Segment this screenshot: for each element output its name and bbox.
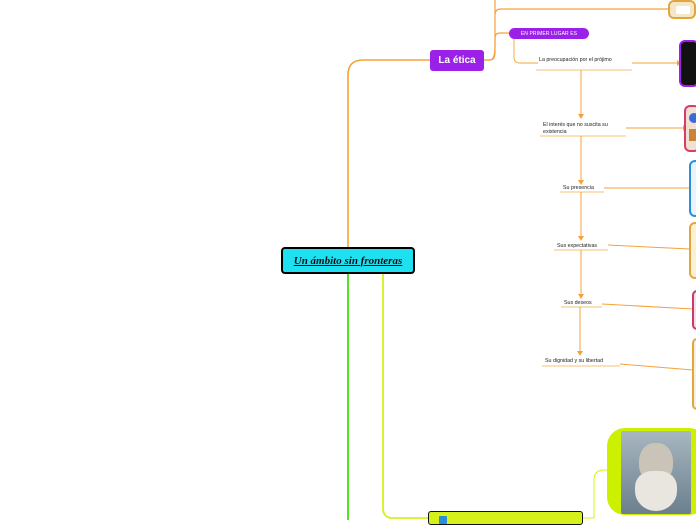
subtopic-deseos[interactable]: Sus deseos: [564, 300, 604, 307]
subtopic-preocupacion[interactable]: La preocupación por el prójimo: [539, 57, 619, 64]
link-central-etica: [347, 59, 430, 247]
image-thumb-4[interactable]: [689, 160, 696, 217]
topic-la-etica-label: La ética: [438, 55, 476, 66]
subtopic-expectativas[interactable]: Sus expectativas: [557, 243, 609, 250]
subtopic-label: Sus expectativas: [557, 243, 598, 249]
subtopic-label: Sus deseos: [564, 300, 592, 306]
subtopic-dignidad[interactable]: Su dignidad y su libertad: [545, 358, 623, 365]
link-etica-top-image: [494, 8, 668, 16]
central-topic-label: Un ámbito sin fronteras: [293, 254, 403, 267]
image-thumb-5[interactable]: [689, 222, 696, 279]
subtopic-label: Su presencia: [563, 185, 594, 191]
image-thumb-2[interactable]: [679, 40, 696, 87]
note-icon: [439, 516, 447, 524]
topic-la-etica[interactable]: La ética: [430, 50, 484, 71]
image-thumb-1[interactable]: [668, 0, 696, 19]
image-thumb-3[interactable]: [684, 105, 696, 152]
connector-label: EN PRIMER LUGAR ES: [520, 30, 578, 37]
subtopic-label: La preocupación por el prójimo: [539, 57, 612, 63]
portrait-bubble[interactable]: [607, 428, 696, 515]
subtopic-label: Su dignidad y su libertad: [545, 358, 604, 364]
link-pill-item1: [513, 39, 538, 64]
central-topic[interactable]: Un ámbito sin fronteras: [281, 247, 415, 274]
link-bottom-portrait: [583, 469, 607, 519]
socrates-bust-image: [621, 431, 691, 514]
image-thumb-7[interactable]: [692, 338, 696, 410]
link-central-lime: [382, 274, 428, 519]
link-etica-pill: [484, 32, 509, 61]
connector-en-primer-lugar[interactable]: EN PRIMER LUGAR ES: [509, 28, 589, 39]
image-thumb-6[interactable]: [692, 290, 696, 330]
subtopic-interes[interactable]: El interés que no suscita su existencia: [543, 122, 625, 135]
subtopic-presencia[interactable]: Su presencia: [563, 185, 608, 192]
topic-bottom[interactable]: [428, 511, 583, 525]
link-etica-top: [484, 0, 496, 61]
subtopic-label: El interés que no suscita su existencia: [543, 122, 608, 135]
